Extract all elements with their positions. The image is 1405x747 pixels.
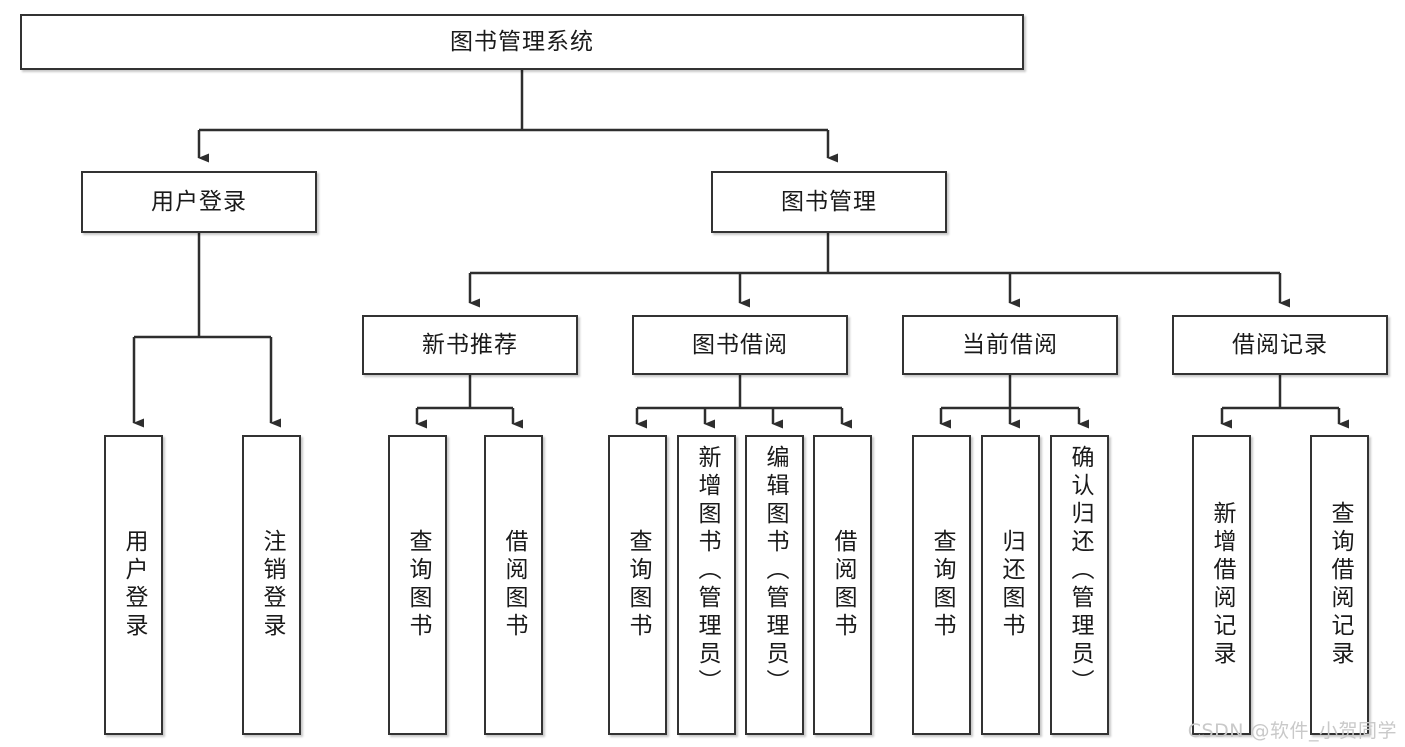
leaf-borrow-book-2[interactable]: 借阅图书 xyxy=(813,435,872,735)
leaf-add-book[interactable]: 新增图书（管理员） xyxy=(677,435,736,735)
node-label-user-login: 用户登录 xyxy=(151,188,247,215)
node-label-root: 图书管理系统 xyxy=(450,28,594,55)
node-new-book-recommend[interactable]: 新书推荐 xyxy=(362,315,578,375)
node-root-book-management-system[interactable]: 图书管理系统 xyxy=(20,14,1024,70)
leaf-label-user-login: 用户登录 xyxy=(121,529,147,641)
node-label-book-borrow: 图书借阅 xyxy=(692,331,788,358)
node-borrow-record[interactable]: 借阅记录 xyxy=(1172,315,1388,375)
leaf-label-borrow-book-2: 借阅图书 xyxy=(830,529,856,641)
leaf-label-query-book-1: 查询图书 xyxy=(405,529,431,641)
leaf-label-query-book-3: 查询图书 xyxy=(929,529,955,641)
leaf-edit-book[interactable]: 编辑图书（管理员） xyxy=(745,435,804,735)
leaf-label-borrow-book-1: 借阅图书 xyxy=(501,529,527,641)
leaf-return-book[interactable]: 归还图书 xyxy=(981,435,1040,735)
node-label-current-borrow: 当前借阅 xyxy=(962,331,1058,358)
watermark-text: CSDN @软件_小贺同学 xyxy=(1187,720,1397,742)
leaf-label-query-book-2: 查询图书 xyxy=(625,529,651,641)
leaf-label-add-book: 新增图书（管理员） xyxy=(694,445,720,697)
leaf-label-user-logout: 注销登录 xyxy=(259,529,285,641)
leaf-borrow-book-1[interactable]: 借阅图书 xyxy=(484,435,543,735)
node-book-borrow[interactable]: 图书借阅 xyxy=(632,315,848,375)
leaf-user-logout[interactable]: 注销登录 xyxy=(242,435,301,735)
leaf-query-book-3[interactable]: 查询图书 xyxy=(912,435,971,735)
node-label-book-manage: 图书管理 xyxy=(781,188,877,215)
leaf-query-book-1[interactable]: 查询图书 xyxy=(388,435,447,735)
leaf-label-return-book: 归还图书 xyxy=(998,529,1024,641)
leaf-confirm-return[interactable]: 确认归还（管理员） xyxy=(1050,435,1109,735)
leaf-label-confirm-return: 确认归还（管理员） xyxy=(1067,445,1093,697)
node-label-borrow-record: 借阅记录 xyxy=(1232,331,1328,358)
leaf-query-book-2[interactable]: 查询图书 xyxy=(608,435,667,735)
leaf-query-record[interactable]: 查询借阅记录 xyxy=(1310,435,1369,735)
leaf-label-edit-book: 编辑图书（管理员） xyxy=(762,445,788,697)
leaf-add-record[interactable]: 新增借阅记录 xyxy=(1192,435,1251,735)
node-book-manage[interactable]: 图书管理 xyxy=(711,171,947,233)
node-current-borrow[interactable]: 当前借阅 xyxy=(902,315,1118,375)
leaf-label-query-record: 查询借阅记录 xyxy=(1327,501,1353,669)
node-user-login[interactable]: 用户登录 xyxy=(81,171,317,233)
leaf-user-login[interactable]: 用户登录 xyxy=(104,435,163,735)
node-label-new-book-recommend: 新书推荐 xyxy=(422,331,518,358)
leaf-label-add-record: 新增借阅记录 xyxy=(1209,501,1235,669)
